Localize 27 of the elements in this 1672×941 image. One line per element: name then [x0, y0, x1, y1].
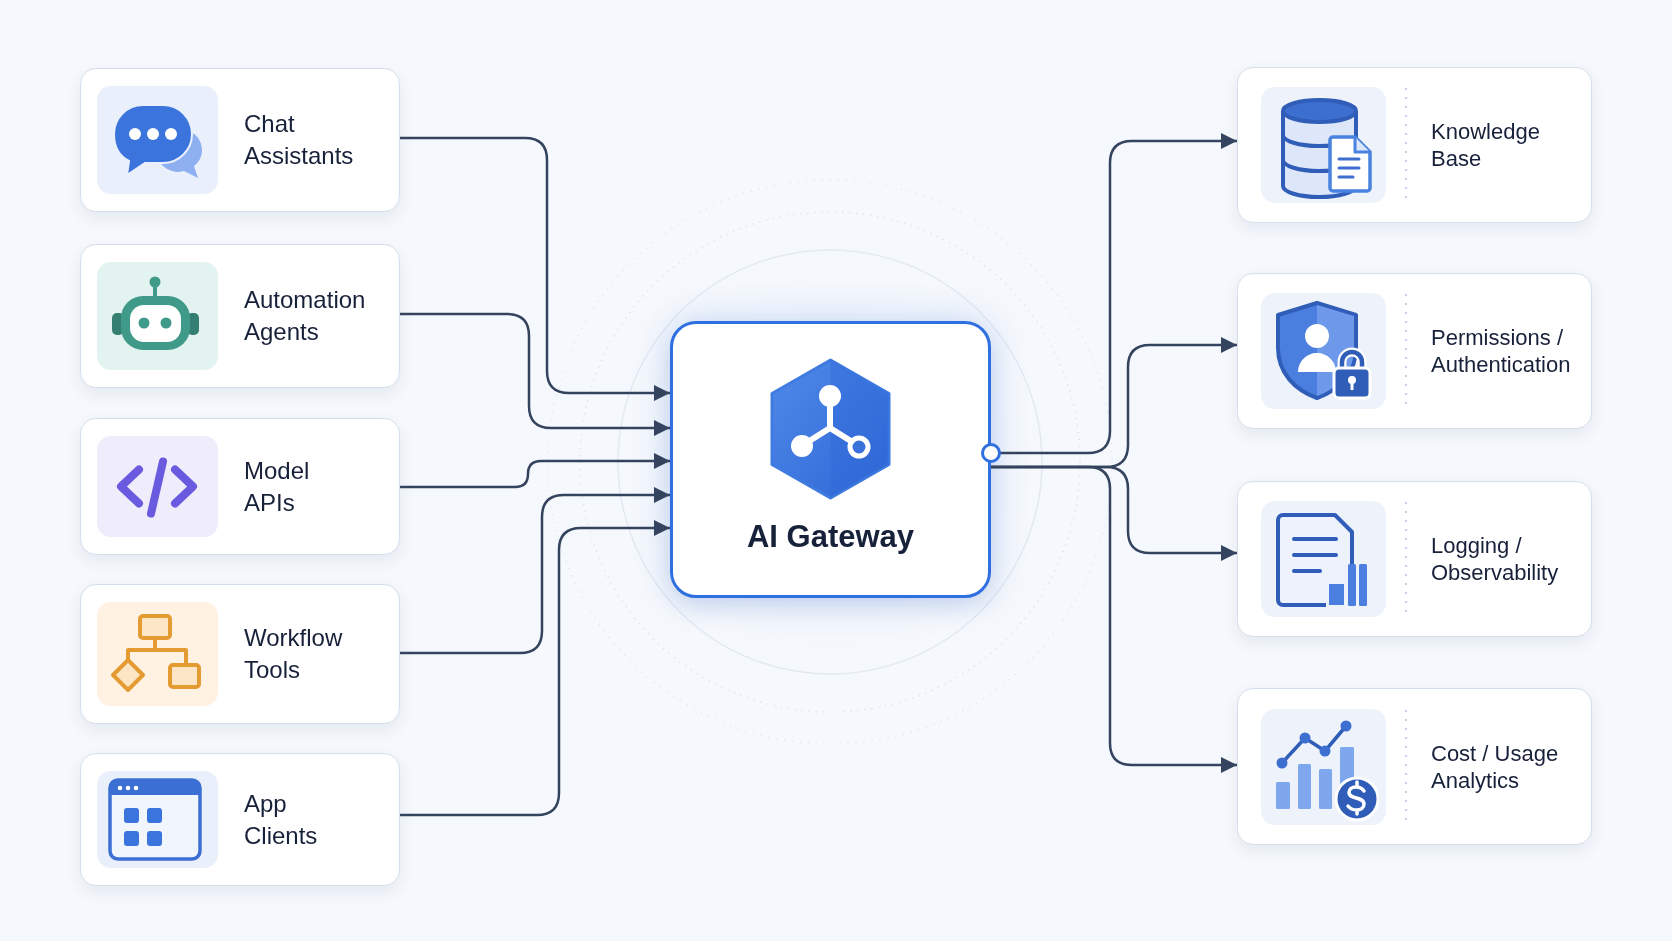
service-card	[1237, 688, 1592, 845]
arrow	[400, 487, 670, 655]
card-title: Permissions / Authentication	[1431, 324, 1572, 378]
card-title: Model APIs	[244, 455, 311, 518]
service-card	[1237, 273, 1592, 429]
service-card	[1237, 481, 1592, 637]
card-title: Chat Assistants	[244, 109, 355, 171]
arrow	[400, 312, 670, 436]
arrow	[400, 453, 670, 489]
source-card	[80, 68, 400, 212]
arrow	[400, 136, 670, 401]
source-card	[80, 244, 400, 388]
source-card	[80, 753, 400, 886]
card-title: Workflow Tools	[244, 623, 344, 685]
gateway-box	[670, 321, 991, 598]
card-title: Logging / Observability	[1431, 532, 1560, 586]
card-title: Cost / Usage Analytics	[1431, 739, 1560, 794]
card-title: Knowledge Base	[1431, 118, 1541, 172]
card-title: Automation Agents	[244, 285, 367, 347]
card-title: App Clients	[244, 788, 319, 851]
gateway-title: AI Gateway	[745, 518, 916, 556]
service-card	[1237, 67, 1592, 223]
source-card	[80, 418, 400, 555]
source-card	[80, 584, 400, 724]
arrow	[981, 133, 1237, 463]
arrow	[991, 465, 1237, 773]
arrow	[400, 520, 670, 817]
